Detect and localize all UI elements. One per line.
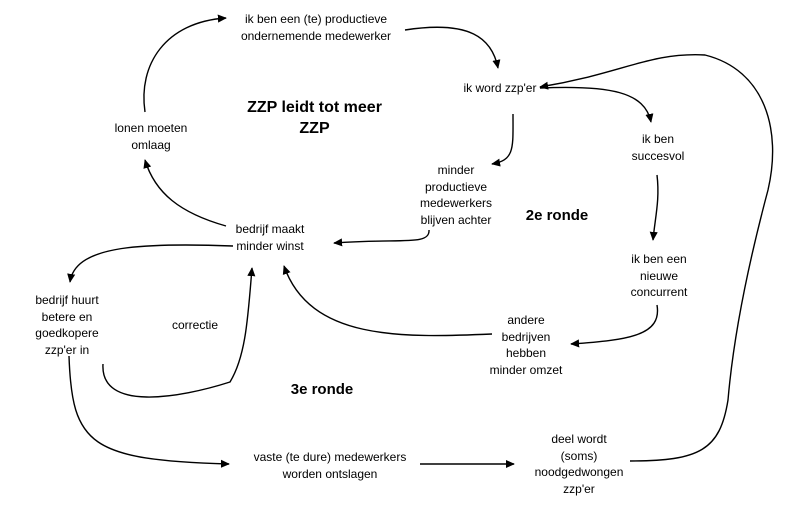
node-hires-zzp: bedrijf huurt betere en goedkopere zzp'e… [35,293,99,357]
node-become-zzp: ik word zzp'er [463,81,537,95]
node-less-profit: bedrijf maakt minder winst [235,222,305,253]
arrow-less-productive-to-profit [333,229,430,247]
arrow-zzp-to-successful [539,86,654,123]
arrow-profit-to-hires [67,244,234,283]
arrow-hires-to-fired [68,355,230,468]
node-fired: vaste (te dure) medewerkers worden ontsl… [253,450,407,481]
round-3-label: 3e ronde [290,381,354,398]
node-less-productive-stay: minder productieve medewerkers blijven a… [419,163,493,227]
node-productive-worker: ik ben een (te) productieve ondernemende… [240,12,392,43]
arrow-successful-to-competitor [649,174,659,241]
node-less-revenue: andere bedrijven hebben minder omzet [489,313,563,377]
arrow-wages-to-productive [143,14,227,113]
arrow-correction [102,267,256,398]
node-successful: ik ben succesvol [631,132,685,163]
arrow-productive-to-zzp [404,26,501,69]
node-lower-wages: lonen moeten omlaag [114,121,188,152]
arrow-forced-loop-to-zzp [539,54,774,462]
arrow-profit-to-wages [143,159,227,227]
node-forced-zzp: deel wordt (soms) noodgedwongen zzp'er [534,432,624,496]
node-new-competitor: ik ben een nieuwe concurrent [630,252,688,299]
diagram-title: ZZP leidt tot meer ZZP [247,99,382,137]
round-2-label: 2e ronde [525,207,589,224]
node-correction: correctie [171,318,218,332]
arrow-competitor-to-revenue [570,304,659,348]
arrow-revenue-to-profit [282,265,493,337]
arrow-zzp-to-less-productive [491,113,514,167]
